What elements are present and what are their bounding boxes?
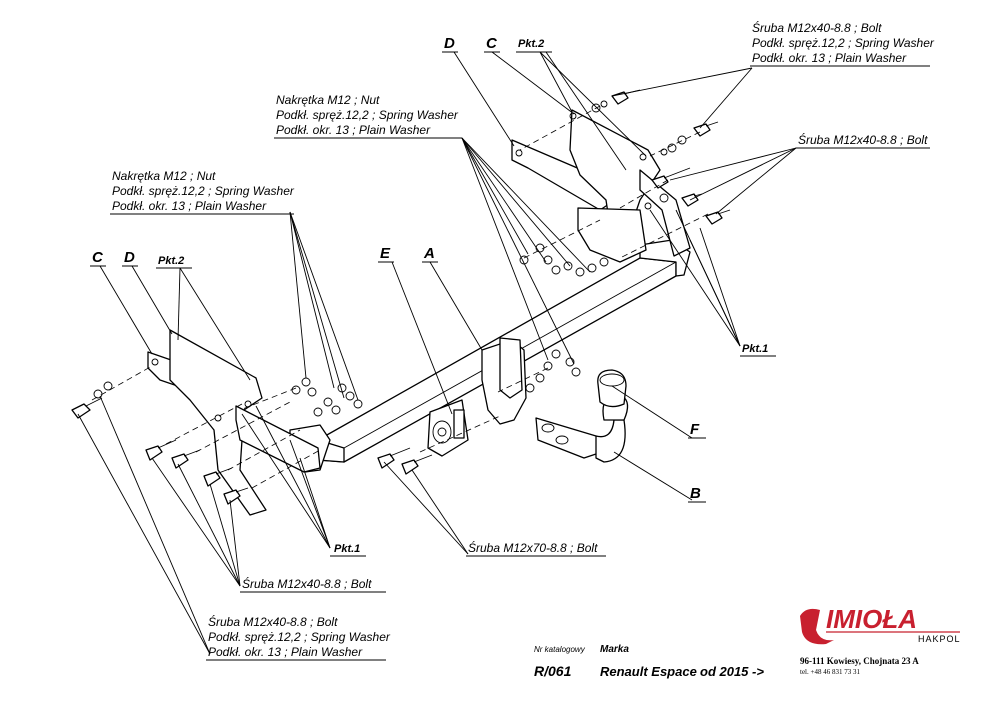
callout-nut-top-2: Podkł. spręż.12,2 ; Spring Washer [276, 108, 459, 122]
label-E: E [380, 245, 391, 262]
callout-right-bolt: Śruba M12x40-8.8 ; Bolt [798, 132, 928, 147]
bolt [401, 454, 433, 475]
bracket-left [147, 329, 321, 516]
bracket-right [511, 109, 691, 263]
label-pkt2-left: Pkt.2 [158, 255, 184, 267]
bolt [223, 487, 249, 505]
bolt [705, 209, 731, 225]
label-pkt1-left: Pkt.1 [334, 543, 360, 555]
logo-text: IMIOŁA [826, 604, 917, 634]
nuts-and-washers [93, 100, 687, 417]
title-block: Nr katalogowy R/061 Marka Renault Espace… [534, 644, 764, 679]
label-A: A [423, 245, 435, 262]
bolt [651, 167, 691, 189]
callout-texts: Śruba M12x40-8.8 ; Bolt Podkł. spręż.12,… [110, 20, 935, 661]
company-address: 96-111 Kowiesy, Chojnata 23 A [800, 656, 919, 666]
ball-cap-F [597, 369, 627, 408]
label-D-left: D [124, 249, 135, 266]
brand-label: Marka [600, 644, 629, 655]
callout-bolt-bottom: Śruba M12x40-8.8 ; Bolt [242, 576, 372, 591]
label-pkt1-right: Pkt.1 [742, 343, 768, 355]
label-C-top: C [486, 35, 498, 52]
model-name: Renault Espace [600, 664, 697, 679]
part-labels: D C Pkt.2 C D Pkt.2 E A F B Pkt.1 Pkt.1 [90, 35, 776, 557]
bolt [71, 397, 103, 419]
bolt [377, 447, 411, 469]
logo-subtext: HAKPOL [918, 634, 961, 644]
bolt [171, 449, 201, 469]
bolt [611, 89, 641, 105]
bolt [693, 121, 719, 137]
callout-nut-left-3: Podkł. okr. 13 ; Plain Washer [112, 199, 267, 213]
callout-nut-left-2: Podkł. spręż.12,2 ; Spring Washer [112, 184, 295, 198]
callout-bolt-line3: Podkł. okr. 13 ; Plain Washer [752, 51, 907, 65]
label-F: F [690, 421, 700, 438]
leader-lines [77, 51, 797, 655]
callout-bottom-left-1: Śruba M12x40-8.8 ; Bolt [208, 614, 338, 629]
socket-plate-E [427, 337, 527, 457]
label-pkt2-top: Pkt.2 [518, 38, 544, 50]
assembly-axes [91, 105, 709, 489]
callout-nut-top-1: Nakrętka M12 ; Nut [276, 93, 380, 107]
label-C-left: C [92, 249, 104, 266]
label-D-top: D [444, 35, 455, 52]
logo-hook-icon [800, 608, 834, 645]
bolt [203, 467, 233, 487]
model-year: od 2015 -> [700, 664, 764, 679]
bolts [71, 89, 731, 505]
callout-bolt-line2: Podkł. spręż.12,2 ; Spring Washer [752, 36, 935, 50]
callout-bottom-left-2: Podkł. spręż.12,2 ; Spring Washer [208, 630, 391, 644]
callout-nut-top-3: Podkł. okr. 13 ; Plain Washer [276, 123, 431, 137]
callout-nut-left-1: Nakrętka M12 ; Nut [112, 169, 216, 183]
callout-bolt-line1: Śruba M12x40-8.8 ; Bolt [752, 20, 882, 35]
callout-bolt-m70: Śruba M12x70-8.8 ; Bolt [468, 540, 598, 555]
bolt [145, 439, 177, 461]
catalog-number: R/061 [534, 663, 572, 679]
towball-B [535, 395, 629, 463]
label-B: B [690, 485, 701, 502]
company-phone: tel. +48 46 831 73 31 [800, 668, 860, 676]
callout-bottom-left-3: Podkł. okr. 13 ; Plain Washer [208, 645, 363, 659]
catalog-label: Nr katalogowy [534, 645, 586, 654]
imiola-logo: IMIOŁA HAKPOL 96-111 Kowiesy, Chojnata 2… [800, 604, 961, 676]
